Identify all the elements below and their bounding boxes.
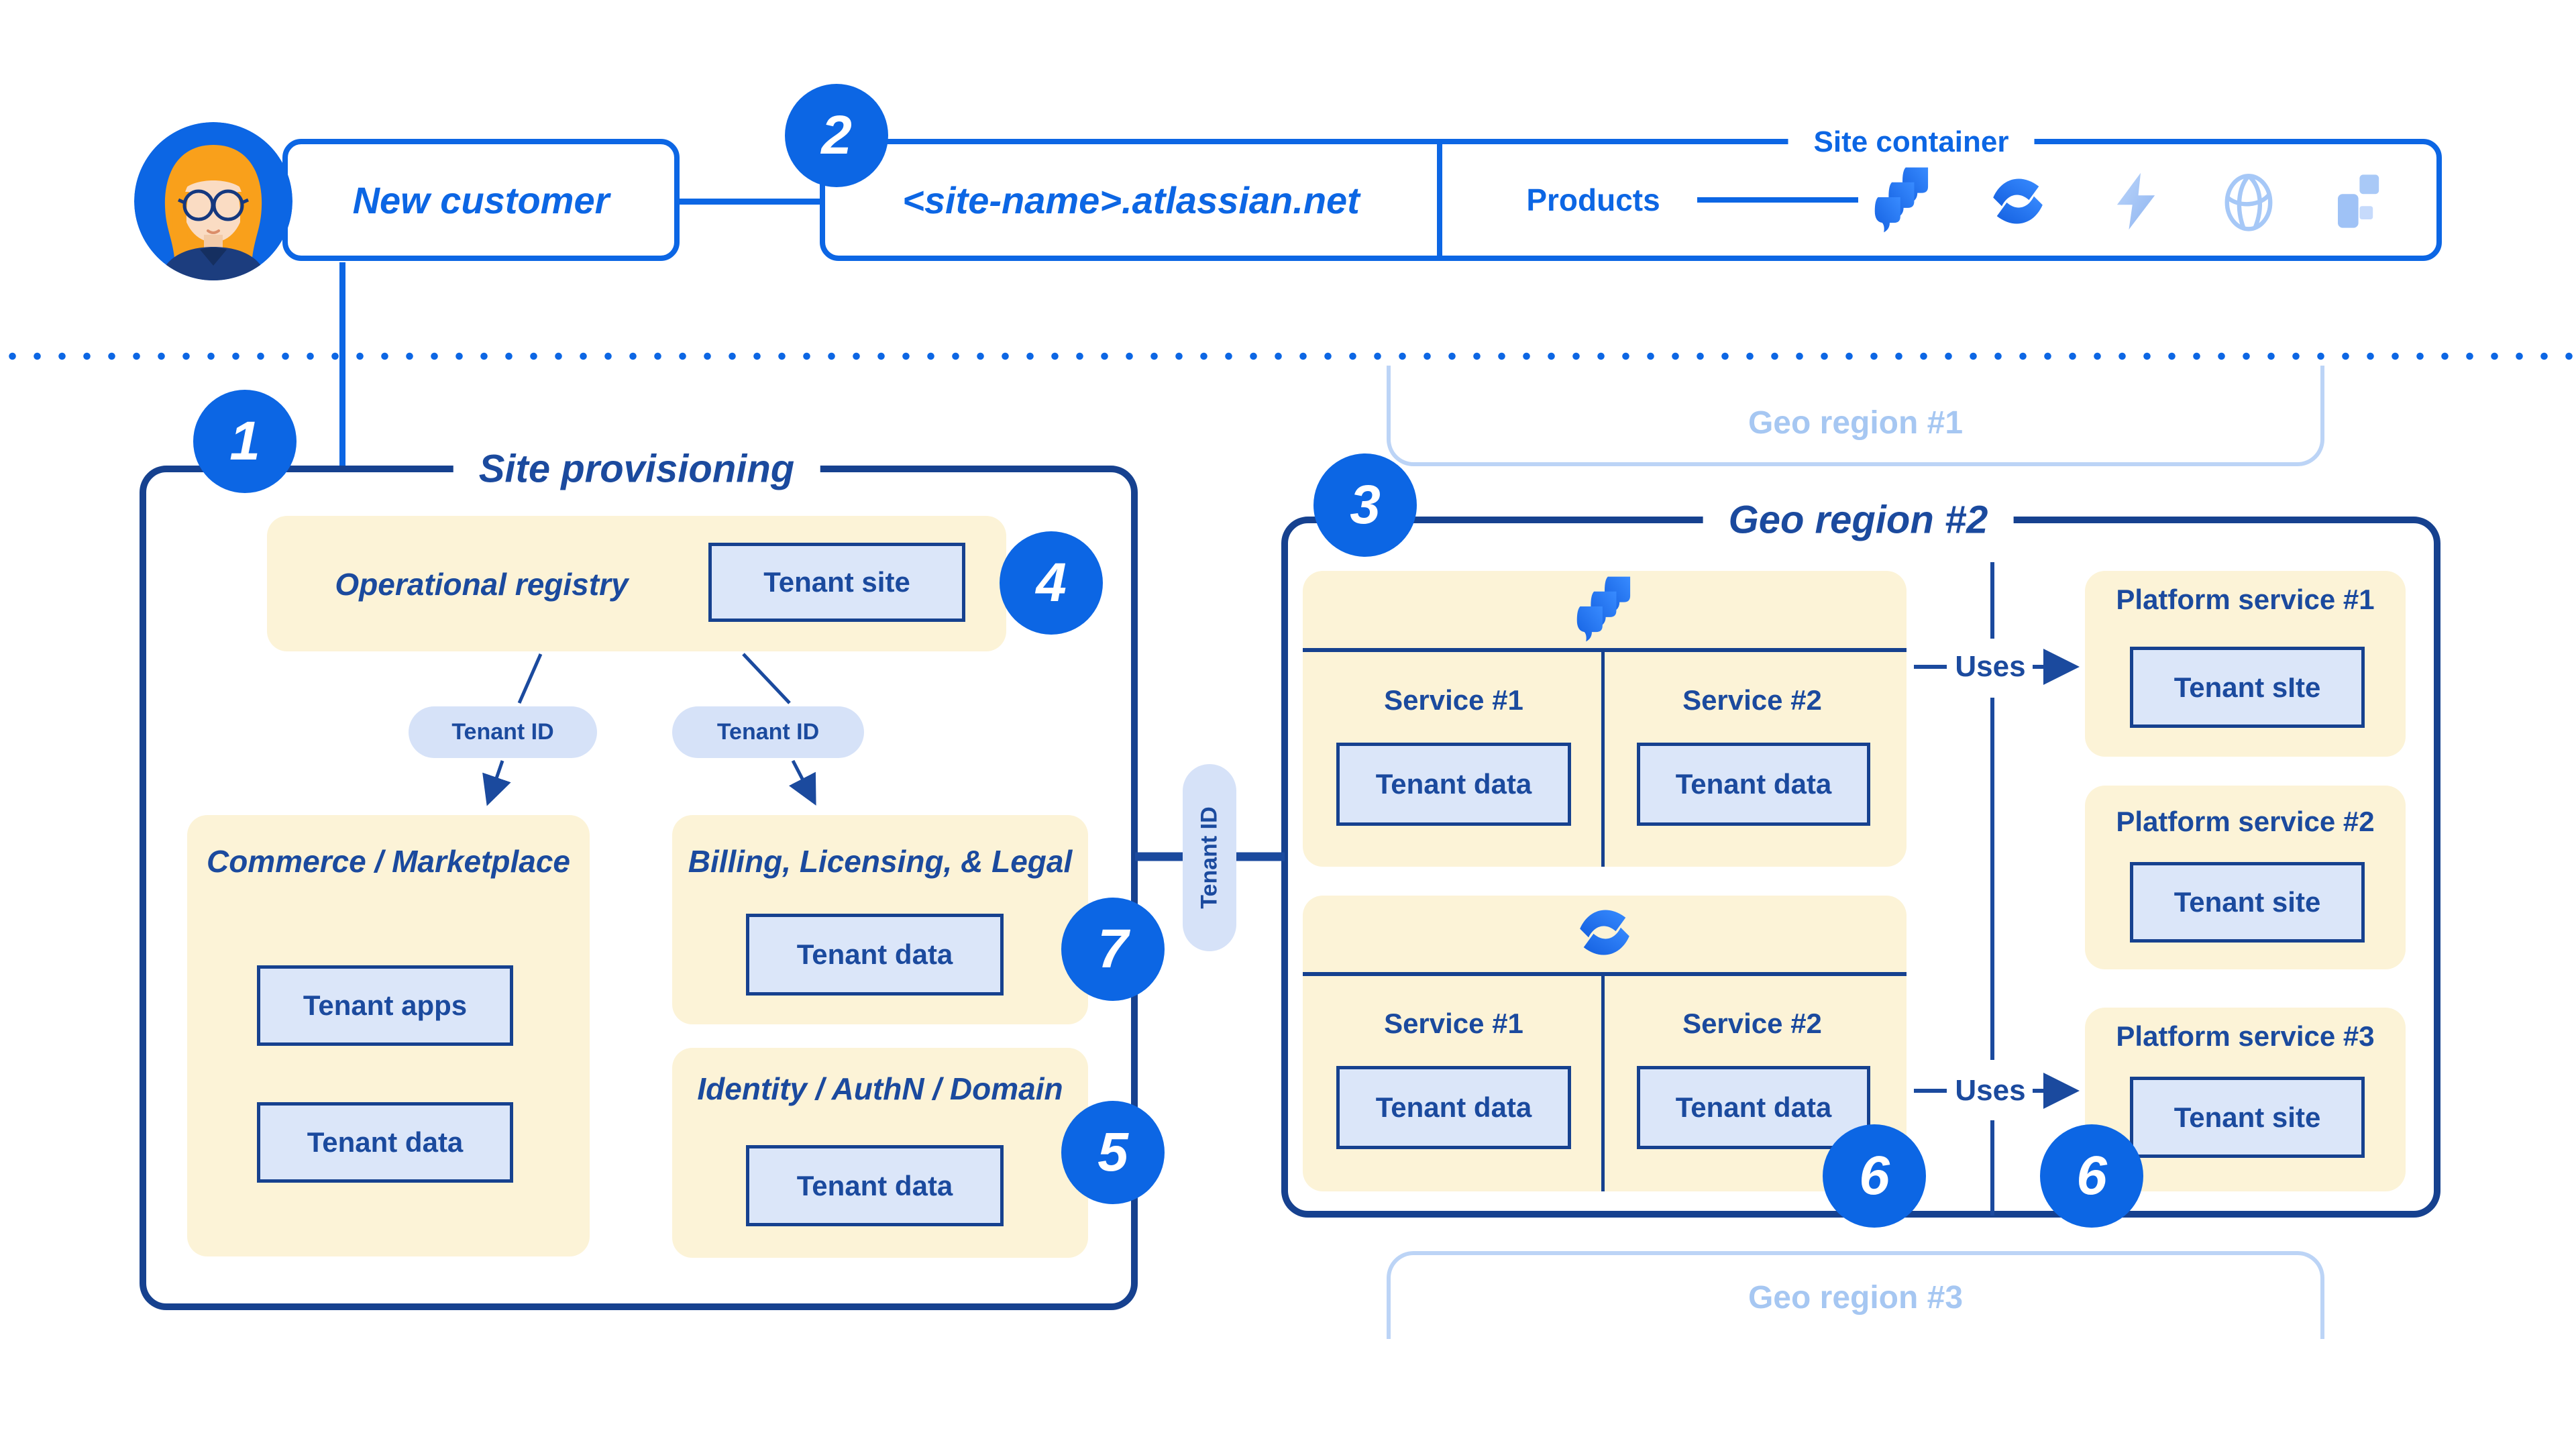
step-badge-7: 7 xyxy=(1061,898,1165,1001)
new-customer-box: New customer xyxy=(282,139,680,261)
site-provisioning-title: Site provisioning xyxy=(453,446,820,492)
step-badge-5: 5 xyxy=(1061,1101,1165,1204)
commerce-tenant-apps-box: Tenant apps xyxy=(257,965,513,1046)
blocks-icon xyxy=(2338,174,2379,228)
step-badge-4: 4 xyxy=(1000,531,1103,635)
geo-region-3-box: Geo region #3 xyxy=(1387,1251,2324,1339)
tenant-id-connector-label: Tenant ID xyxy=(1196,806,1222,909)
geo-region-3-title: Geo region #3 xyxy=(1748,1280,1964,1316)
geo-region-1-box: Geo region #1 xyxy=(1387,366,2324,466)
step-badge-1: 1 xyxy=(193,390,297,493)
jira-service-1-tenant-data-box: Tenant data xyxy=(1336,743,1571,826)
jira-service-1-label: Service #1 xyxy=(1384,684,1523,716)
tenant-id-pill-right: Tenant ID xyxy=(672,706,864,758)
customer-to-provisioning-connector xyxy=(339,262,345,466)
step-badge-6-right: 6 xyxy=(2040,1124,2143,1228)
confluence-service-2-label: Service #2 xyxy=(1682,1008,1822,1039)
identity-title: Identity / AuthN / Domain xyxy=(697,1071,1063,1106)
platform-service-1-title: Platform service #1 xyxy=(2116,584,2375,615)
platform-service-2-tenant-site-box: Tenant site xyxy=(2130,862,2365,943)
commerce-tenant-data-box: Tenant data xyxy=(257,1102,513,1183)
confluence-service-1-label: Service #1 xyxy=(1384,1008,1523,1039)
confluence-group-divider xyxy=(1303,972,1907,976)
confluence-services-divider xyxy=(1601,976,1605,1191)
site-container-label: Site container xyxy=(1788,125,2035,159)
geo-region-1-title: Geo region #1 xyxy=(1748,405,1964,441)
confluence-icon xyxy=(1580,910,1629,955)
jira-icon xyxy=(1576,576,1631,642)
tenant-id-pill-left: Tenant ID xyxy=(409,706,597,758)
bolt-icon xyxy=(2116,172,2155,230)
step-badge-2: 2 xyxy=(785,84,888,187)
tenant-id-connector-pill: Tenant ID xyxy=(1183,764,1236,951)
jira-group-divider xyxy=(1303,648,1907,652)
products-label: Products xyxy=(1526,182,1660,217)
uses-label-bottom: Uses xyxy=(1955,1074,2026,1107)
platform-service-1-tenant-site-box: Tenant sIte xyxy=(2130,647,2365,728)
step-badge-6-left: 6 xyxy=(1823,1124,1926,1228)
platform-service-3-tenant-site-box: Tenant site xyxy=(2130,1077,2365,1158)
new-customer-label: New customer xyxy=(352,178,610,221)
platform-service-2-title: Platform service #2 xyxy=(2116,806,2375,837)
site-box-divider xyxy=(1437,144,1442,256)
step-badge-3: 3 xyxy=(1313,453,1417,557)
identity-tenant-data-box: Tenant data xyxy=(746,1145,1004,1226)
site-container-box: <site-name>.atlassian.net Products Site … xyxy=(820,125,2442,261)
products-dash xyxy=(1697,197,1858,203)
customer-avatar xyxy=(134,122,292,280)
jira-icon xyxy=(1874,167,1929,233)
dotted-separator xyxy=(0,352,2576,360)
globe-icon xyxy=(2218,169,2279,233)
commerce-marketplace-title: Commerce / Marketplace xyxy=(206,844,571,879)
jira-service-2-label: Service #2 xyxy=(1682,684,1822,716)
geo-region-2-title: Geo region #2 xyxy=(1703,497,2014,543)
customer-to-site-connector xyxy=(680,199,820,205)
confluence-icon xyxy=(1993,178,2043,224)
platform-service-3-title: Platform service #3 xyxy=(2116,1020,2375,1052)
registry-tenant-site-box: Tenant site xyxy=(708,543,965,622)
billing-tenant-data-box: Tenant data xyxy=(746,914,1004,996)
jira-services-divider xyxy=(1601,652,1605,867)
billing-title: Billing, Licensing, & Legal xyxy=(688,844,1073,879)
glasses-icon xyxy=(177,189,250,221)
operational-registry-title: Operational registry xyxy=(335,567,629,602)
site-url: <site-name>.atlassian.net xyxy=(902,178,1360,221)
uses-label-top: Uses xyxy=(1955,650,2026,683)
confluence-service-1-tenant-data-box: Tenant data xyxy=(1336,1066,1571,1149)
jira-service-2-tenant-data-box: Tenant data xyxy=(1637,743,1870,826)
confluence-service-2-tenant-data-box: Tenant data xyxy=(1637,1066,1870,1149)
